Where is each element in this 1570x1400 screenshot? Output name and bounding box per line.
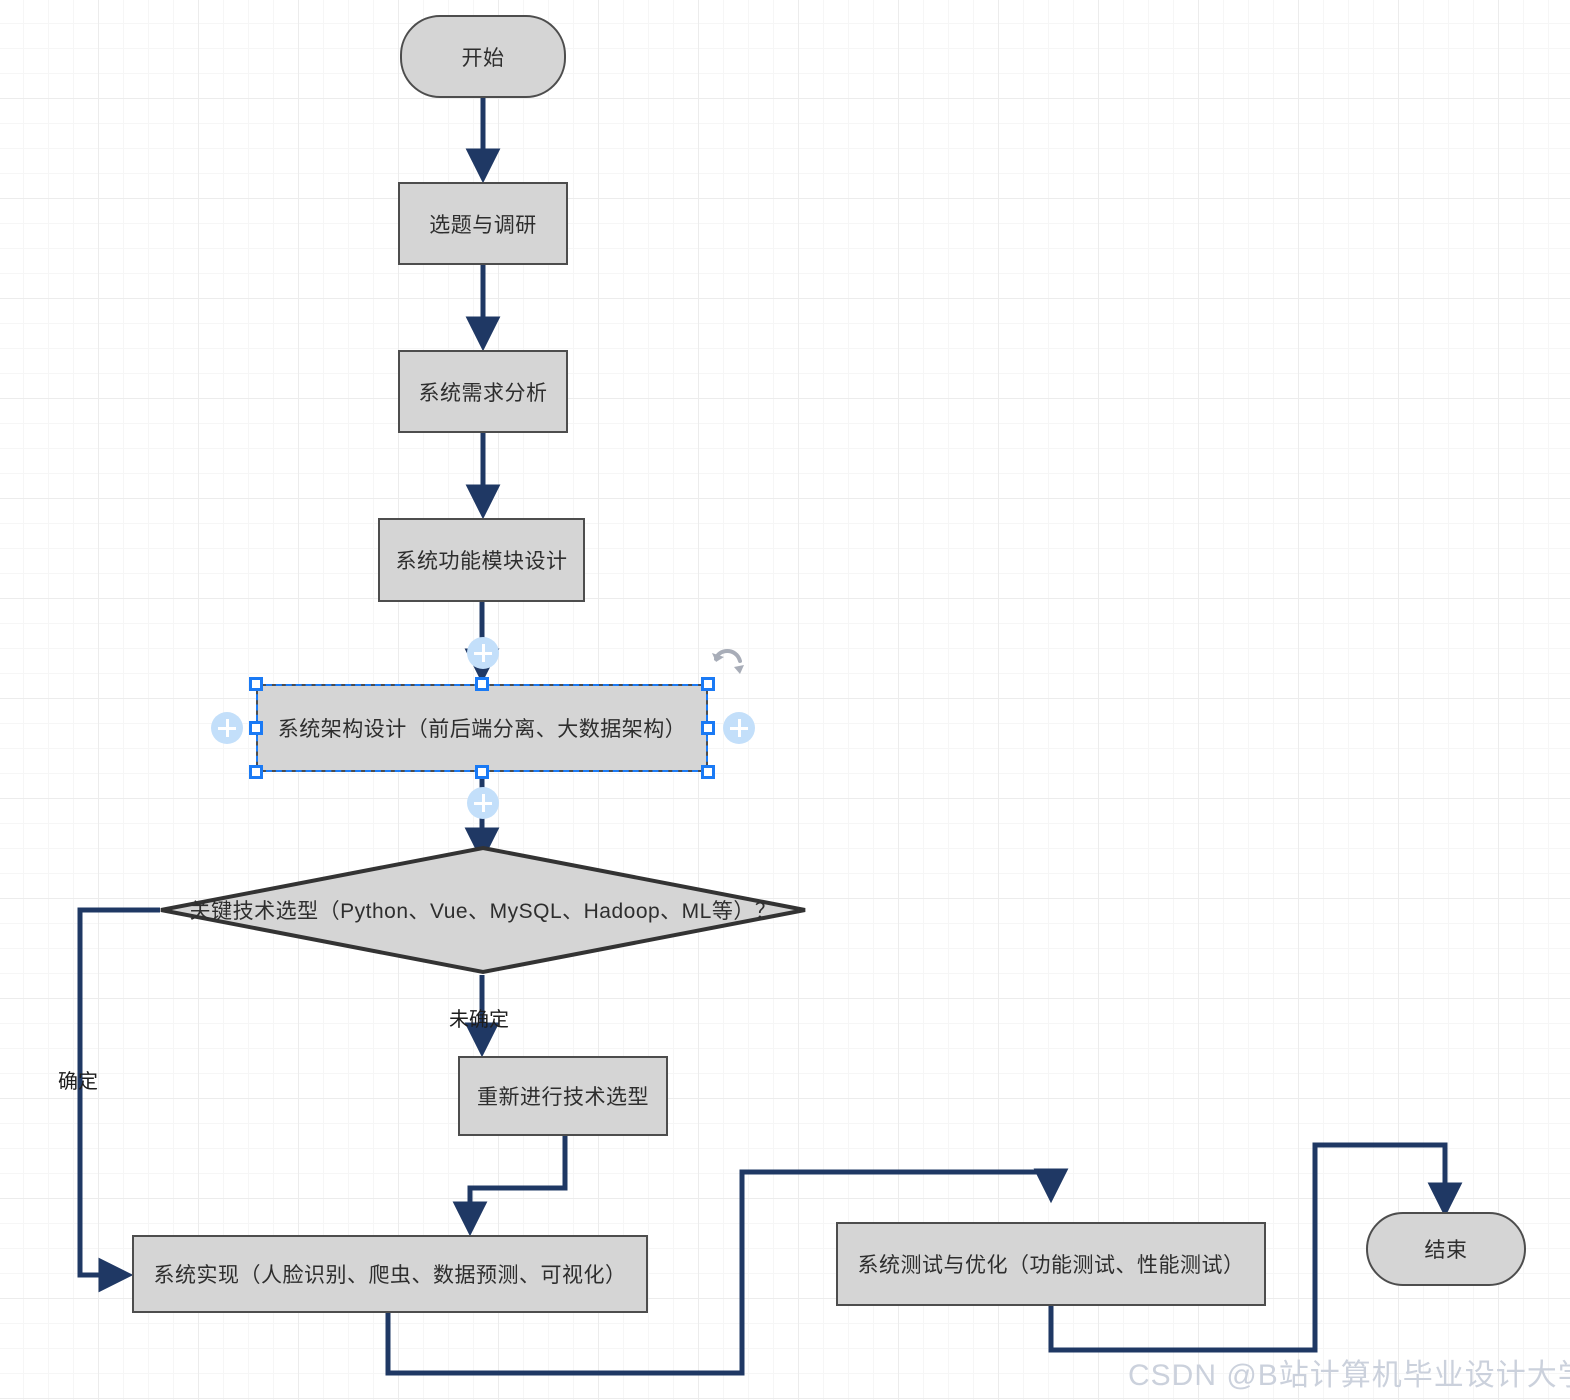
resize-handle-bottom-center[interactable] (475, 765, 489, 779)
node-start-label: 开始 (461, 46, 505, 70)
node-topic-research-label: 选题与调研 (429, 213, 537, 237)
node-system-testing[interactable]: 系统测试与优化（功能测试、性能测试） (836, 1222, 1266, 1306)
node-technology-decision[interactable]: 关键技术选型（Python、Vue、MySQL、Hadoop、ML等）？ (158, 845, 808, 975)
add-connector-top-icon[interactable] (467, 637, 499, 669)
edge-label-confirmed: 确定 (58, 1071, 98, 1093)
resize-handle-top-right[interactable] (701, 677, 715, 691)
node-module-design-label: 系统功能模块设计 (395, 550, 568, 573)
node-end[interactable]: 结束 (1366, 1212, 1526, 1286)
edge-reselect-implement (452, 1136, 568, 1237)
edge-label-unconfirmed: 未确定 (449, 1009, 509, 1031)
diamond-shape (158, 845, 808, 975)
resize-handle-top-center[interactable] (475, 677, 489, 691)
node-reselect-technology-label: 重新进行技术选型 (477, 1086, 649, 1109)
node-technology-decision-label: 关键技术选型（Python、Vue、MySQL、Hadoop、ML等）？ (189, 900, 777, 923)
add-connector-right-icon[interactable] (723, 712, 755, 744)
node-reselect-technology[interactable]: 重新进行技术选型 (458, 1056, 668, 1136)
add-connector-left-icon[interactable] (211, 712, 243, 744)
node-requirement-analysis[interactable]: 系统需求分析 (398, 350, 568, 433)
node-system-implementation-label: 系统实现（人脸识别、爬虫、数据预测、可视化） (153, 1264, 627, 1287)
resize-handle-bottom-left[interactable] (249, 765, 263, 779)
resize-handle-middle-left[interactable] (249, 721, 263, 735)
node-architecture-design[interactable]: 系统架构设计（前后端分离、大数据架构） (256, 684, 708, 772)
resize-handle-middle-right[interactable] (701, 721, 715, 735)
node-start[interactable]: 开始 (400, 15, 566, 98)
rotate-handle-icon[interactable] (710, 643, 748, 683)
node-system-implementation[interactable]: 系统实现（人脸识别、爬虫、数据预测、可视化） (132, 1235, 648, 1313)
node-system-testing-label: 系统测试与优化（功能测试、性能测试） (857, 1254, 1245, 1277)
resize-handle-bottom-right[interactable] (701, 765, 715, 779)
add-connector-bottom-icon[interactable] (467, 787, 499, 819)
watermark-text: CSDN @B站计算机毕业设计大学 (1128, 1359, 1570, 1392)
resize-handle-top-left[interactable] (249, 677, 263, 691)
node-module-design[interactable]: 系统功能模块设计 (378, 518, 585, 602)
node-architecture-design-label: 系统架构设计（前后端分离、大数据架构） (277, 718, 687, 741)
node-end-label: 结束 (1424, 1239, 1468, 1262)
node-requirement-analysis-label: 系统需求分析 (418, 381, 548, 405)
node-topic-research[interactable]: 选题与调研 (398, 182, 568, 265)
